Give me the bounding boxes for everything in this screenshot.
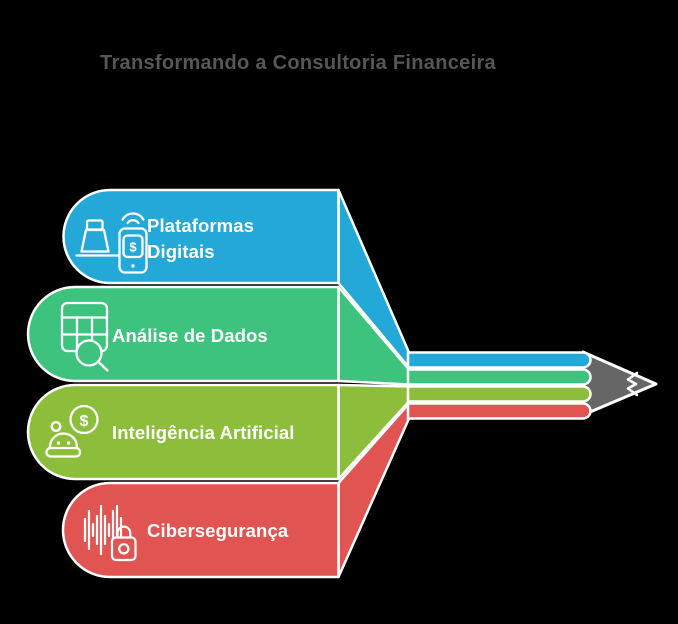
antenna-ball-icon <box>50 421 62 432</box>
wifi-waves-icon <box>121 212 145 221</box>
bar-analise-de-dados <box>26 285 340 383</box>
dollar-coin-icon <box>69 404 99 435</box>
wifi-waves-icon <box>126 219 140 225</box>
bar-label-plataformas-digitais: Plataformas Digitais <box>147 215 255 262</box>
stripe-1 <box>406 351 592 369</box>
lock-shackle <box>116 525 132 539</box>
pencil-lead-zigzag-icon <box>626 371 639 397</box>
smartphone-icon <box>118 227 148 274</box>
table-search-icon <box>60 301 109 372</box>
page-title: Transformando a Consultoria Financeira <box>100 52 496 74</box>
pencil-tip <box>581 350 658 417</box>
bar-label-analise-de-dados: Análise de Dados <box>112 325 268 346</box>
stripe-3 <box>406 385 592 403</box>
magnifier-icon <box>75 339 103 367</box>
arrow-stripes <box>406 351 592 420</box>
category-bars <box>26 188 340 579</box>
stripe-4 <box>406 402 592 420</box>
lock-body <box>110 536 137 562</box>
mobile-payment-icon: $ <box>75 212 148 274</box>
dollar-glyph: $ <box>129 240 137 255</box>
robot-dollar-icon: $ <box>45 404 99 458</box>
stripe-2 <box>406 368 592 386</box>
robot-head-icon <box>48 432 79 450</box>
magnifier-handle <box>97 360 109 372</box>
bar-label-ciberseguranca: Cibersegurança <box>147 520 289 541</box>
soundwave-lock-icon <box>83 504 137 562</box>
dollar-glyph: $ <box>80 413 89 430</box>
bar-label-inteligencia-artificial: Inteligência Artificial <box>112 422 295 443</box>
bar-inteligencia-artificial <box>26 383 340 481</box>
soundwave-icon <box>83 504 123 556</box>
